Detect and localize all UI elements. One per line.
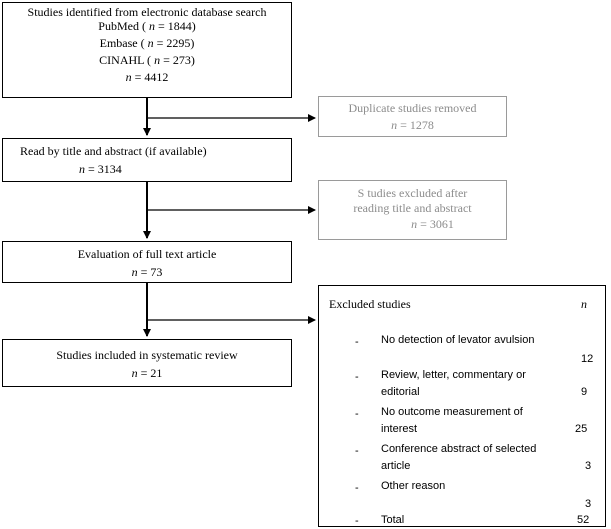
excluded-item-count: 3 xyxy=(585,498,592,510)
excluded-total-count: 52 xyxy=(577,514,590,526)
included-value: = 21 xyxy=(137,366,163,380)
fulltext-n-symbol: n xyxy=(131,265,138,279)
excluded-title-box: S tudies excluded after reading title an… xyxy=(318,180,507,240)
excluded-item-count: 12 xyxy=(581,353,594,365)
cinahl-n-symbol: n xyxy=(154,53,161,67)
excluded-item-label: Review, letter, commentary or xyxy=(381,369,526,381)
screened-count: n = 3134 xyxy=(20,162,291,177)
pubmed-label: PubMed ( xyxy=(98,19,146,33)
excluded-title-value: = 3061 xyxy=(417,217,454,231)
excluded-studies-n-header: n xyxy=(581,297,587,311)
excluded-item-count: 25 xyxy=(575,423,588,435)
identified-box: Studies identified from electronic datab… xyxy=(2,2,292,98)
duplicates-n-symbol: n xyxy=(391,118,398,132)
excluded-item-dash: - xyxy=(355,445,359,457)
pubmed-count: PubMed ( n = 1844) xyxy=(3,19,291,34)
included-box: Studies included in systematic review n … xyxy=(2,339,292,387)
included-title: Studies included in systematic review xyxy=(56,348,238,362)
pubmed-n-symbol: n xyxy=(148,19,155,33)
included-count: n = 21 xyxy=(3,366,291,381)
cinahl-value: = 273) xyxy=(160,53,195,67)
screened-n-symbol: n xyxy=(79,162,85,176)
duplicates-title: Duplicate studies removed xyxy=(348,101,477,115)
excluded-studies-box: Excluded studies n - No detection of lev… xyxy=(318,285,606,527)
embase-count: Embase ( n = 2295) xyxy=(3,36,291,51)
excluded-item-dash: - xyxy=(355,371,359,383)
fulltext-box: Evaluation of full text article n = 73 xyxy=(2,241,292,283)
excluded-item-count: 9 xyxy=(581,386,588,398)
identified-total-n-symbol: n xyxy=(125,70,132,84)
excluded-item-label: Other reason xyxy=(381,480,446,492)
embase-label: Embase ( xyxy=(99,36,145,50)
excluded-title-line1: S tudies excluded after xyxy=(357,186,468,200)
excluded-item-dash: - xyxy=(355,482,359,494)
cinahl-label: CINAHL ( xyxy=(99,53,152,67)
excluded-item-label-continued: article xyxy=(381,460,411,472)
duplicates-box: Duplicate studies removed n = 1278 xyxy=(318,96,507,137)
fulltext-count: n = 73 xyxy=(3,265,291,280)
excluded-item-label: Conference abstract of selected xyxy=(381,443,537,455)
included-n-symbol: n xyxy=(131,366,138,380)
identified-total: n = 4412 xyxy=(3,70,291,85)
embase-n-symbol: n xyxy=(147,36,154,50)
excluded-total-dash: - xyxy=(355,515,359,527)
excluded-item-dash: - xyxy=(355,408,359,420)
excluded-item-label-continued: interest xyxy=(381,423,418,435)
excluded-item-label-continued: editorial xyxy=(381,386,420,398)
excluded-title-count: n = 3061 xyxy=(319,217,506,232)
screened-box: Read by title and abstract (if available… xyxy=(2,138,292,182)
excluded-item-dash: - xyxy=(355,336,359,348)
excluded-title-n-symbol: n xyxy=(411,217,418,231)
excluded-title-line2: reading title and abstract xyxy=(353,201,472,215)
identified-title: Studies identified from electronic datab… xyxy=(27,5,267,19)
cinahl-count: CINAHL ( n = 273) xyxy=(3,53,291,68)
excluded-item-count: 3 xyxy=(585,460,592,472)
duplicates-value: = 1278 xyxy=(397,118,434,132)
screened-value: = 3134 xyxy=(85,162,122,176)
excluded-total-label: Total xyxy=(381,514,405,526)
screened-title: Read by title and abstract (if available… xyxy=(20,144,207,158)
excluded-item-label: No detection of levator avulsion xyxy=(381,334,535,346)
excluded-studies-header: Excluded studies xyxy=(329,297,411,311)
fulltext-title: Evaluation of full text article xyxy=(77,247,217,261)
excluded-item-label: No outcome measurement of xyxy=(381,406,523,418)
duplicates-count: n = 1278 xyxy=(319,118,506,133)
identified-total-value: = 4412 xyxy=(131,70,169,84)
pubmed-value: = 1844) xyxy=(154,19,196,33)
embase-value: = 2295) xyxy=(153,36,195,50)
fulltext-value: = 73 xyxy=(137,265,163,279)
